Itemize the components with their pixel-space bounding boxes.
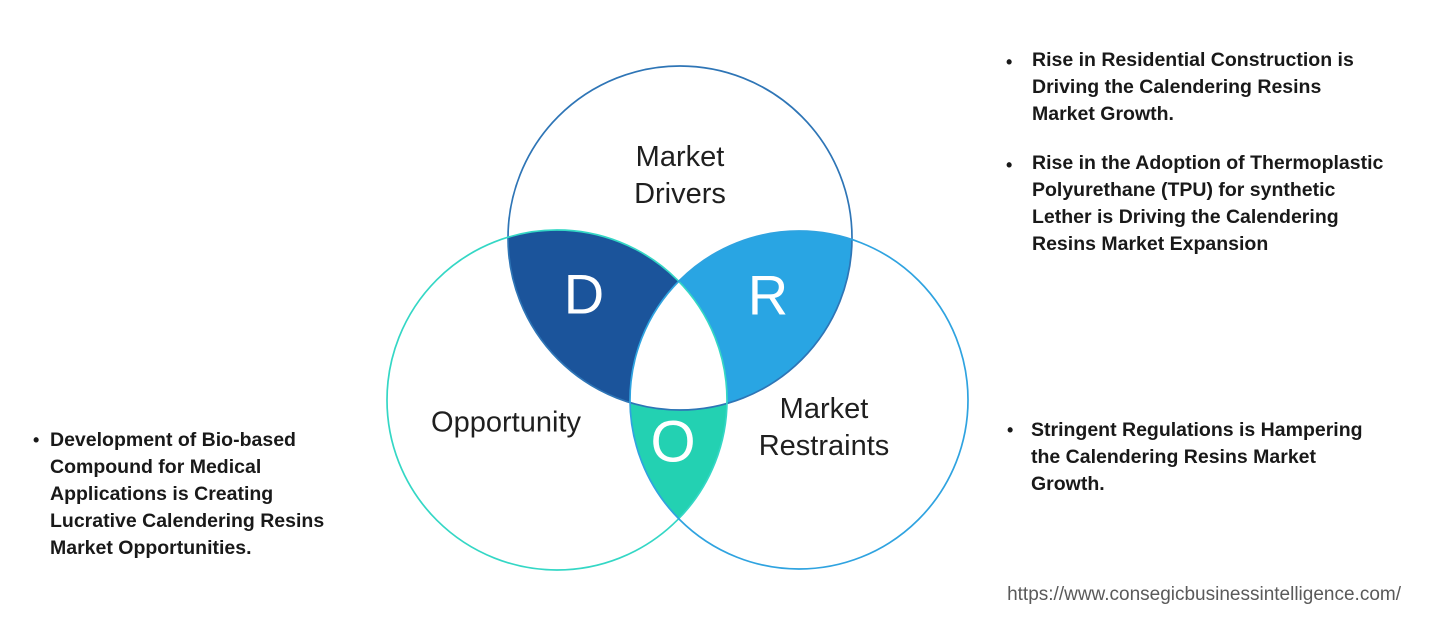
market-drivers-label: Market Drivers [634,141,726,210]
bullet-icon: • [1006,155,1013,175]
opportunity-circle-outline [386,229,728,571]
drivers-bullet-text-2: Rise in the Adoption of Thermoplastic Po… [1032,152,1384,255]
bullet-icon: • [1007,420,1014,440]
restraints-bullet-list: • Stringent Regulations is Hampering the… [1007,417,1427,498]
list-item: • Rise in Residential Construction is Dr… [1006,47,1446,128]
market-restraints-label: Market Restraints [758,393,890,462]
drivers-letter: D [563,262,605,326]
opportunity-letter: O [650,409,696,475]
source-url: https://www.consegicbusinessintelligence… [1007,584,1401,605]
opportunity-bullet-text: Development of Bio-based Compound for Me… [50,429,325,559]
restraints-circle-outline [629,230,969,570]
opportunity-label: Opportunity [431,406,581,439]
bullet-icon: • [33,430,40,450]
restraints-bullet-text: Stringent Regulations is Hampering the C… [1031,419,1363,495]
restraints-letter: R [747,263,789,327]
list-item: • Development of Bio-based Compound for … [33,427,393,562]
bullet-icon: • [1006,52,1013,72]
list-item: • Stringent Regulations is Hampering the… [1007,417,1427,498]
drivers-bullet-list: • Rise in Residential Construction is Dr… [1006,47,1446,258]
opportunity-bullet-list: • Development of Bio-based Compound for … [33,427,393,562]
drivers-bullet-text-1: Rise in Residential Construction is Driv… [1032,49,1354,125]
list-item: • Rise in the Adoption of Thermoplastic … [1006,150,1446,258]
